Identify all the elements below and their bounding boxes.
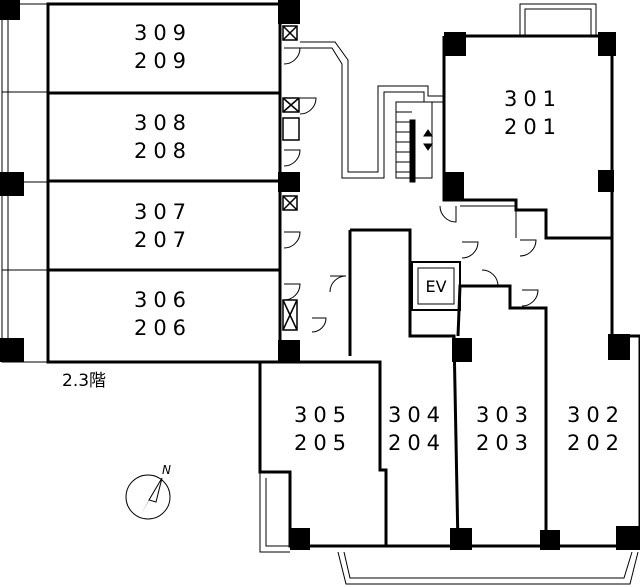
staircase: [395, 101, 433, 183]
floor-label: 2.3階: [62, 371, 106, 391]
unit-308-upper: 308: [134, 111, 192, 135]
unit-309-lower: 209: [134, 49, 192, 73]
unit-305-upper: 305: [294, 403, 352, 427]
west-shafts: [282, 25, 300, 331]
unit-labels: 309 209 308 208 307 207 306 206 301 201 …: [134, 21, 625, 455]
south-balcony: [259, 472, 639, 585]
north-compass-icon: [125, 474, 171, 520]
west-doors: [283, 47, 347, 333]
unit-305-lower: 205: [294, 431, 352, 455]
south-units-walls: [258, 228, 640, 548]
unit-309-upper: 309: [134, 21, 192, 45]
elevator-label: EV: [425, 277, 446, 296]
unit-307-upper: 307: [134, 200, 192, 224]
south-columns: [290, 334, 640, 550]
unit-307-lower: 207: [134, 228, 192, 252]
west-columns: [0, 0, 300, 362]
unit-303-lower: 203: [476, 431, 534, 455]
unit-301-upper: 301: [504, 87, 562, 111]
unit-306-lower: 206: [134, 316, 192, 340]
unit-303-upper: 303: [476, 403, 534, 427]
unit-302-upper: 302: [567, 403, 625, 427]
unit-301-walls: [442, 3, 616, 240]
unit-304-lower: 204: [388, 431, 446, 455]
unit-308-lower: 208: [134, 139, 192, 163]
unit-306-upper: 306: [134, 288, 192, 312]
north-corridor: [300, 41, 444, 179]
unit-304-upper: 304: [388, 403, 446, 427]
north-label: N: [162, 463, 171, 477]
unit-301-lower: 201: [504, 115, 562, 139]
unit-302-lower: 202: [567, 431, 625, 455]
